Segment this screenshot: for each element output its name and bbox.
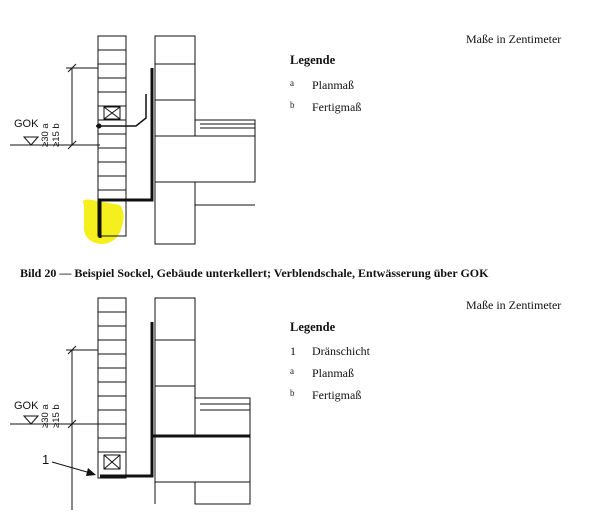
dimension-labels-2: ≥30 a ≥15 b — [40, 358, 64, 428]
dimension-labels-1: ≥30 a ≥15 b — [40, 77, 64, 147]
drainage-layer — [100, 322, 250, 478]
legend-title-1: Legende — [290, 53, 336, 67]
figure-caption: Bild 20 — Beispiel Sockel, Gebäude unter… — [20, 266, 489, 280]
legend-title-2: Legende — [290, 320, 336, 334]
legend-item-a-2: a Planmaß — [290, 366, 354, 380]
inner-wall-2 — [154, 297, 251, 505]
membrane — [98, 68, 154, 238]
veneer-brick-column-2 — [97, 297, 127, 479]
legend-item-1: 1 Dränschicht — [290, 344, 370, 358]
inner-wall — [154, 35, 256, 245]
legend-item-b-2: b Fertigmaß — [290, 388, 362, 402]
dimension-lines — [66, 63, 98, 150]
dimension-d1-2: ≥30 a — [40, 404, 51, 428]
gok-marker-icon — [22, 136, 40, 146]
dimension-lines-2 — [66, 345, 98, 429]
dimension-d1: ≥30 a — [40, 123, 51, 147]
figure-2-drawing — [10, 297, 251, 510]
units-note-2: Maße in Zentimeter — [466, 298, 562, 312]
gok-label-2: GOK — [14, 400, 39, 412]
gok-label-1: GOK — [14, 118, 39, 130]
gok-marker-icon-2 — [22, 415, 40, 425]
figure-1-drawing — [10, 35, 256, 245]
legend-item-a: a Planmaß — [290, 78, 354, 92]
legend-item-b: b Fertigmaß — [290, 100, 362, 114]
dimension-d2: ≥15 b — [51, 123, 62, 147]
units-note-1: Maße in Zentimeter — [466, 32, 562, 46]
callout-number: 1 — [42, 452, 50, 467]
veneer-brick-column — [97, 35, 127, 237]
callout-arrowhead-icon — [86, 468, 96, 476]
highlight-mark — [83, 199, 124, 244]
dimension-d2-2: ≥15 b — [51, 404, 62, 428]
